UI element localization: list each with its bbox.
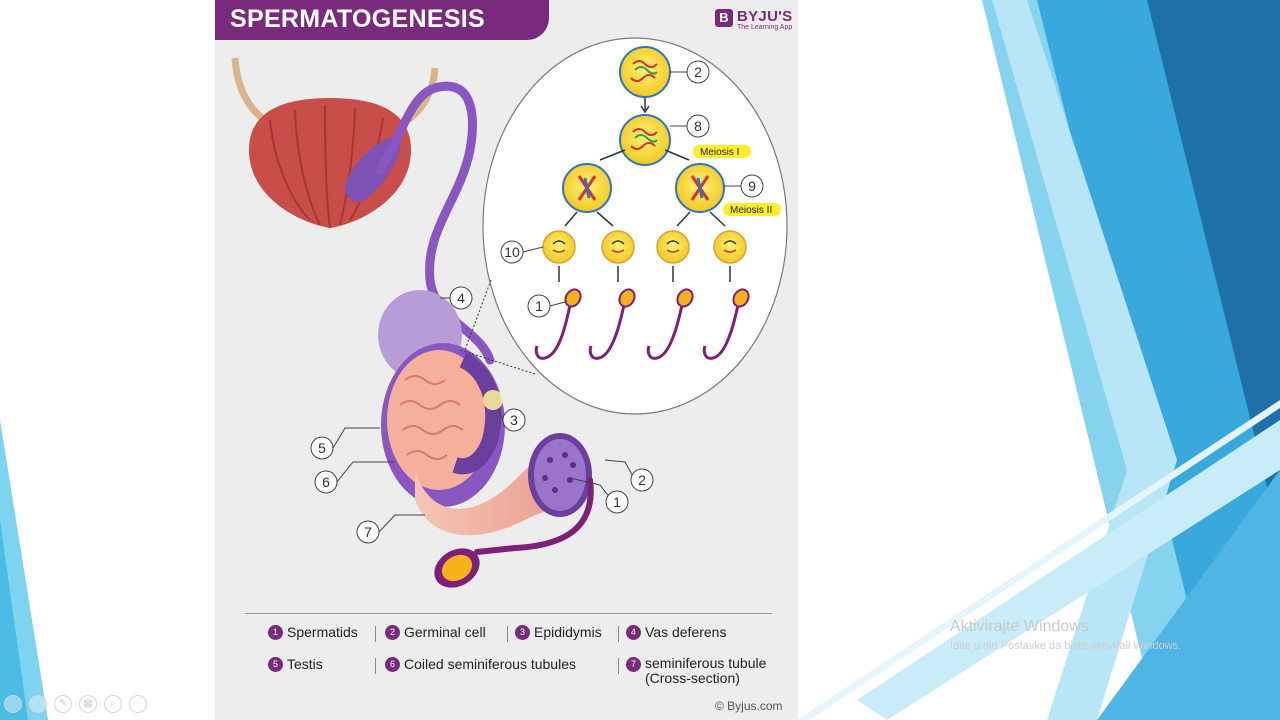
legend-number: 2: [385, 625, 400, 640]
callout-number: 7: [364, 524, 372, 540]
legend-item: 4 Vas deferens: [626, 624, 726, 640]
legend-label-sub: (Cross-section): [645, 670, 740, 686]
slide-theme-left: [0, 0, 215, 720]
seminiferous-tubule-illustration: [415, 433, 592, 536]
legend-item: 7 seminiferous tubule (Cross-section): [626, 656, 766, 686]
brand-name: BYJU'S: [737, 8, 793, 25]
legend-label: Coiled seminiferous tubules: [404, 656, 576, 672]
laser-pointer-highlight: [483, 390, 503, 410]
legend-number: 6: [385, 657, 400, 672]
callout-number: 10: [504, 244, 520, 260]
image-credit: © Byjus.com: [715, 699, 783, 713]
legend-separator: [507, 626, 508, 642]
callout-number: 4: [457, 290, 465, 306]
legend-label-block: seminiferous tubule (Cross-section): [645, 656, 766, 686]
legend-item: 5 Testis: [268, 656, 323, 672]
more-options-button[interactable]: ⋯: [129, 695, 147, 713]
pen-tool-button[interactable]: ✎: [54, 695, 72, 713]
legend-number: 3: [515, 625, 530, 640]
callout-number: 6: [322, 474, 330, 490]
callout-circles: [310, 60, 764, 544]
legend-number: 4: [626, 625, 641, 640]
meiosis-arrows: [558, 98, 731, 282]
slides-grid-button[interactable]: ▦: [79, 695, 97, 713]
meiosis-i-label: Meiosis I: [700, 147, 739, 158]
callout-number: 1: [613, 494, 621, 510]
callout-number: 9: [748, 178, 756, 194]
callout-number: 2: [638, 472, 646, 488]
callout-number: 2: [694, 64, 702, 80]
callout-numbers: 2 8 9 10 1 4 3 5 6 7 2 1: [318, 64, 756, 540]
callout-number: 1: [535, 298, 543, 314]
legend-item: 2 Germinal cell: [385, 624, 486, 640]
legend-separator: [618, 626, 619, 642]
legend-label: Testis: [287, 656, 323, 672]
legend-number: 1: [268, 625, 283, 640]
testis-illustration: [378, 290, 505, 507]
zoom-button[interactable]: ⌕: [104, 695, 122, 713]
brand-mark: B: [715, 9, 733, 27]
legend-divider: [245, 613, 772, 614]
legend-number: 5: [268, 657, 283, 672]
legend-label: seminiferous tubule: [645, 655, 767, 671]
spermatogenesis-diagram: Meiosis I Meiosis II: [231, 37, 788, 588]
spermatids: [534, 288, 750, 360]
legend-label: Epididymis: [534, 624, 602, 640]
meiosis-cells: [542, 46, 747, 264]
meiosis-ii-label: Meiosis II: [730, 205, 772, 216]
title-banner: SPERMATOGENESIS: [215, 0, 549, 40]
windows-activation-subtitle: Idite u dio Postavke da biste aktivirali…: [950, 640, 1182, 652]
slide-theme-right: [797, 0, 1280, 720]
next-slide-button[interactable]: ›: [29, 695, 47, 713]
legend-number: 7: [626, 657, 641, 672]
zoom-oval: [482, 37, 788, 415]
meiosis-tags: Meiosis I Meiosis II: [693, 145, 781, 216]
legend-item: 3 Epididymis: [515, 624, 602, 640]
windows-activation-title: Aktivirajte Windows: [950, 618, 1089, 635]
brand-tagline: The Learning App: [737, 24, 793, 31]
legend-item: 1 Spermatids: [268, 624, 358, 640]
sperm-cell-illustration: [434, 477, 594, 588]
legend-separator: [618, 658, 619, 674]
legend-label: Vas deferens: [645, 624, 727, 640]
legend-separator: [375, 626, 376, 642]
callout-number: 8: [694, 118, 702, 134]
prev-slide-button[interactable]: ‹: [4, 695, 22, 713]
slide-title: SPERMATOGENESIS: [230, 5, 486, 33]
bladder-illustration: [231, 57, 439, 229]
slide-canvas: SPERMATOGENESIS B BYJU'S The Learning Ap…: [215, 0, 798, 720]
legend-label: Spermatids: [287, 624, 358, 640]
legend-separator: [375, 658, 376, 674]
callout-number: 5: [318, 440, 326, 456]
legend-item: 6 Coiled seminiferous tubules: [385, 656, 576, 672]
presentation-toolbar: ‹ › ✎ ▦ ⌕ ⋯: [4, 695, 147, 713]
legend-label: Germinal cell: [404, 624, 486, 640]
callout-number: 3: [510, 412, 518, 428]
